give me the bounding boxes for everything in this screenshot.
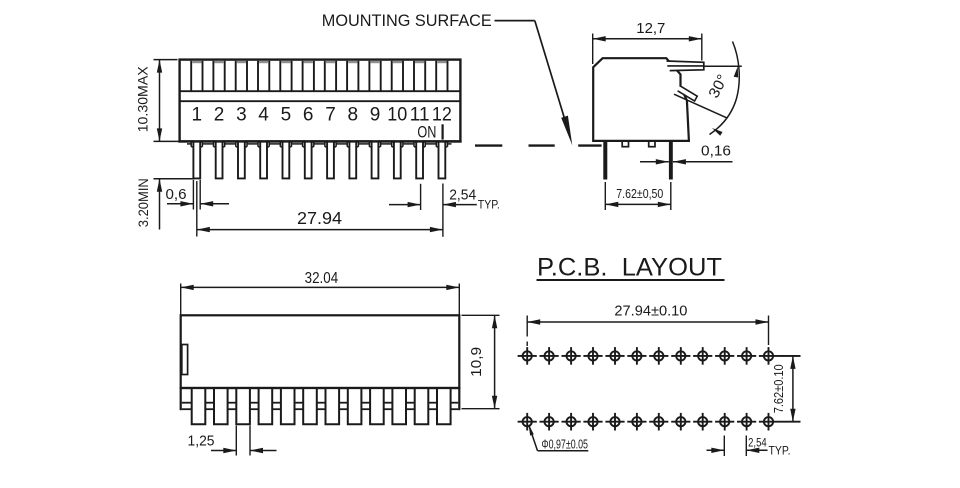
svg-text:MOUNTING SURFACE: MOUNTING SURFACE xyxy=(322,12,492,30)
svg-text:7: 7 xyxy=(325,104,336,125)
svg-text:0,6: 0,6 xyxy=(166,187,187,203)
svg-text:1: 1 xyxy=(192,104,203,125)
svg-text:0,16: 0,16 xyxy=(701,143,731,159)
svg-text:ON: ON xyxy=(417,123,436,142)
svg-text:TYP.: TYP. xyxy=(478,199,500,211)
svg-text:3.20MIN: 3.20MIN xyxy=(136,178,151,227)
svg-text:1,25: 1,25 xyxy=(188,433,215,449)
svg-text:32.04: 32.04 xyxy=(305,270,339,287)
svg-text:5: 5 xyxy=(281,104,292,125)
svg-text:6: 6 xyxy=(303,104,314,125)
svg-text:11: 11 xyxy=(410,104,430,125)
svg-text:2,54: 2,54 xyxy=(449,188,476,204)
svg-text:27.94: 27.94 xyxy=(297,208,342,228)
svg-text:10.30MAX: 10.30MAX xyxy=(136,66,151,132)
svg-text:9: 9 xyxy=(370,104,381,125)
svg-text:P.C.B. LAYOUT: P.C.B. LAYOUT xyxy=(537,254,722,282)
svg-text:3: 3 xyxy=(236,104,247,125)
svg-text:2: 2 xyxy=(214,104,225,125)
svg-text:12: 12 xyxy=(432,104,452,125)
svg-text:8: 8 xyxy=(348,104,359,125)
svg-text:TYP.: TYP. xyxy=(769,444,791,458)
svg-text:7.62±0.10: 7.62±0.10 xyxy=(772,364,786,413)
svg-text:4: 4 xyxy=(258,104,269,125)
svg-text:10,9: 10,9 xyxy=(468,347,485,377)
svg-text:10: 10 xyxy=(387,104,407,125)
svg-text:7.62±0,50: 7.62±0,50 xyxy=(616,186,663,201)
svg-text:12,7: 12,7 xyxy=(636,20,665,37)
svg-text:2,54: 2,54 xyxy=(748,436,767,450)
svg-text:Φ0,97±0.05: Φ0,97±0.05 xyxy=(542,437,589,451)
svg-text:27.94±0.10: 27.94±0.10 xyxy=(614,304,687,320)
